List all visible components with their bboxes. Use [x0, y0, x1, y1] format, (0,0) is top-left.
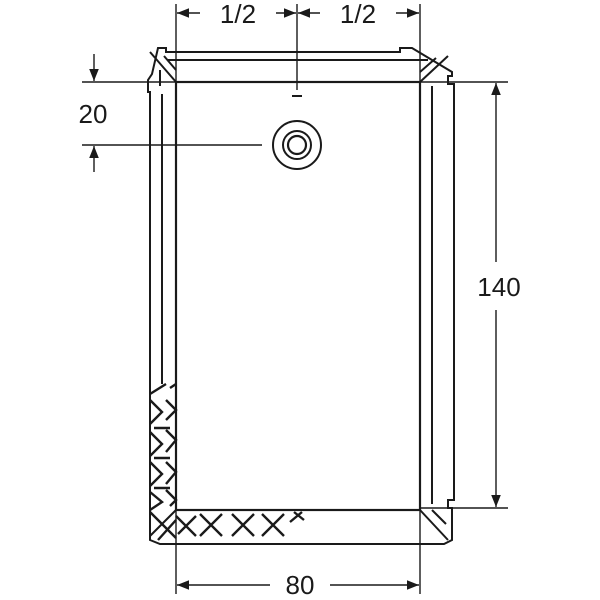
drain-outer-ring: [272, 120, 322, 170]
corner-chamfer-br: [419, 509, 449, 541]
dim-label-top-right-half: 1/2: [340, 0, 376, 29]
foot-cross-bottom-3: [231, 513, 255, 537]
corner-chamfer-tl: [149, 51, 177, 83]
foot-cross-bottom-5: [289, 511, 305, 523]
corner-chamfer-tr2: [419, 57, 437, 73]
foot-cross-left-3: [149, 456, 178, 487]
dimension-lines: [82, 4, 508, 594]
foot-cross-bottom-2: [199, 513, 223, 537]
drain-middle-ring: [282, 130, 312, 160]
dim-label-drain-offset: 20: [79, 99, 108, 129]
support-foot-pattern: [149, 382, 305, 541]
corner-chamfer-tl2: [163, 55, 177, 71]
foot-cross-left-1: [149, 382, 178, 425]
corner-chamfer-tr: [419, 55, 449, 83]
dim-label-length: 140: [477, 272, 520, 302]
foot-cross-bottom-1: [149, 511, 197, 541]
foot-cross-left-2: [149, 426, 178, 457]
tray-outer-edge: [147, 47, 455, 545]
dim-label-width: 80: [286, 570, 315, 600]
drain-inner-ring: [286, 134, 308, 156]
corner-chamfer-bl: [149, 509, 177, 537]
shower-tray: [147, 47, 455, 545]
foot-cross-bottom-4: [261, 513, 285, 537]
drain: [272, 95, 322, 170]
corner-chamfer-br2: [431, 509, 447, 525]
tray-basin: [174, 80, 422, 512]
dim-label-top-left-half: 1/2: [220, 0, 256, 29]
tray-inner-top-rim: [159, 59, 428, 86]
foot-cross-left-4: [149, 486, 178, 511]
